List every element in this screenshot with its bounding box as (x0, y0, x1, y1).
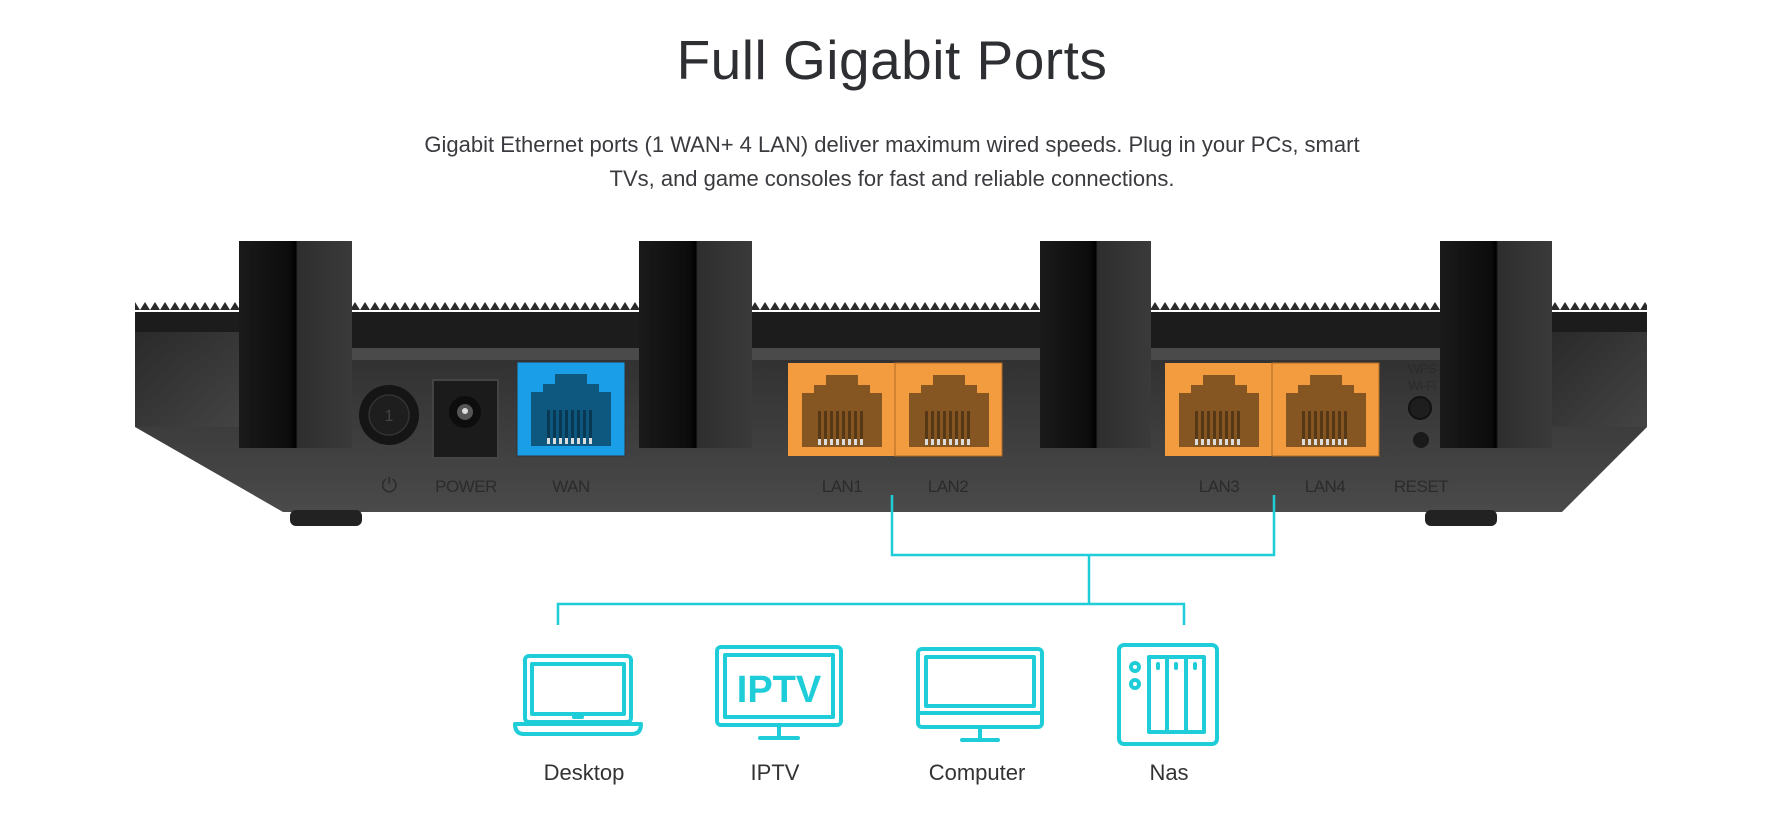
laptop-icon (513, 654, 643, 736)
lan3-port[interactable] (1165, 363, 1272, 456)
iptv-screen-text: IPTV (737, 669, 822, 711)
description-line-1: Gigabit Ethernet ports (1 WAN+ 4 LAN) de… (424, 132, 1360, 157)
tv-icon (715, 645, 843, 740)
antenna-2 (639, 241, 752, 448)
router-top-ridge (135, 300, 1647, 312)
lan1-port[interactable] (788, 363, 895, 456)
page-description: Gigabit Ethernet ports (1 WAN+ 4 LAN) de… (392, 128, 1392, 196)
lan2-label: LAN2 (928, 477, 969, 496)
power-jack (432, 379, 499, 459)
monitor-icon (916, 647, 1044, 742)
power-icon: ⏻ (381, 475, 397, 497)
lan4-port[interactable] (1271, 362, 1380, 457)
lan3-label: LAN3 (1199, 477, 1240, 496)
device-label-desktop: Desktop (543, 760, 625, 785)
router-foot-right (1425, 510, 1497, 526)
nas-icon (1117, 643, 1219, 746)
lan4-label: LAN4 (1305, 477, 1346, 496)
wan-port[interactable] (516, 361, 626, 457)
lan2-port[interactable] (894, 362, 1003, 457)
antenna-3 (1040, 241, 1151, 448)
connection-lines (556, 495, 1276, 625)
router-side-left (135, 332, 245, 427)
power-label: POWER (435, 477, 497, 496)
antenna-1 (239, 241, 352, 448)
wan-label: WAN (552, 477, 590, 496)
reset-label: RESET (1394, 477, 1448, 496)
wps-button[interactable] (1408, 396, 1432, 420)
router-side-right (1552, 332, 1647, 427)
device-label-iptv: IPTV (750, 760, 800, 785)
power-button[interactable]: 1 (359, 385, 419, 445)
page-title: Full Gigabit Ports (676, 29, 1108, 91)
description-line-2: TVs, and game consoles for fast and reli… (609, 166, 1175, 191)
device-label-computer: Computer (928, 760, 1026, 785)
router-foot-left (290, 510, 362, 526)
power-button-glyph: 1 (385, 408, 394, 425)
device-label-nas: Nas (1149, 760, 1189, 785)
reset-button[interactable] (1413, 432, 1429, 448)
lan1-label: LAN1 (822, 477, 863, 496)
wifi-label: Wi-Fi (1408, 378, 1436, 393)
wps-label: WPS (1408, 361, 1437, 376)
antenna-4 (1440, 241, 1552, 448)
